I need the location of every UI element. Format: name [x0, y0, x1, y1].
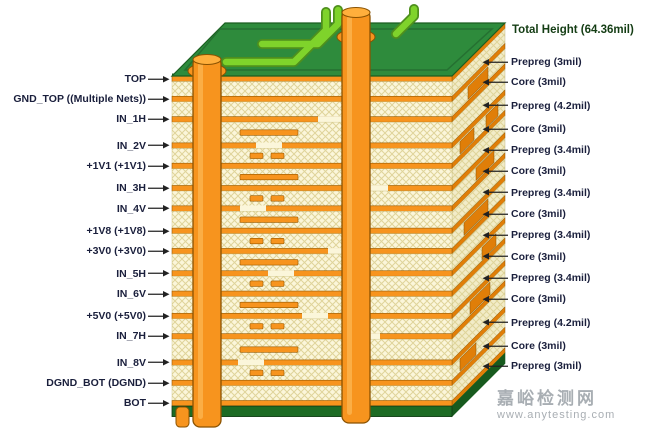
- arrow-left-icon: [482, 210, 508, 218]
- arrow-right-icon: [148, 227, 170, 235]
- dielectric-layer-label: Prepreg (3mil): [482, 57, 582, 68]
- arrow-left-icon: [482, 295, 508, 303]
- dielectric-layer-label: Core (3mil): [482, 209, 566, 220]
- layer-net-label-text: +1V8 (+1V8): [86, 224, 146, 237]
- dielectric-layer-label-text: Core (3mil): [511, 250, 566, 263]
- layer-net-label: IN_3H: [116, 183, 170, 194]
- layer-net-label-text: +5V0 (+5V0): [86, 309, 146, 322]
- layer-net-label-text: DGND_BOT (DGND): [46, 376, 146, 389]
- arrow-right-icon: [148, 290, 170, 298]
- layer-net-label: IN_4V: [117, 203, 170, 214]
- dielectric-layer-label: Prepreg (4.2mil): [482, 317, 590, 328]
- arrow-right-icon: [148, 75, 170, 83]
- layer-net-label-text: BOT: [123, 397, 146, 410]
- arrow-left-icon: [482, 168, 508, 175]
- arrow-right-icon: [148, 95, 170, 103]
- dielectric-layer-label-text: Core (3mil): [511, 75, 566, 88]
- watermark-site-url: www.anytesting.com: [497, 408, 616, 421]
- arrow-left-icon: [482, 189, 508, 196]
- arrow-right-icon: [148, 333, 170, 340]
- dielectric-layer-label: Core (3mil): [482, 294, 566, 305]
- arrow-right-icon: [148, 205, 170, 212]
- layer-net-label: BOT: [124, 398, 170, 409]
- dielectric-layer-label: Prepreg (3.4mil): [482, 187, 590, 198]
- arrow-left-icon: [482, 58, 508, 66]
- arrow-left-icon: [482, 146, 508, 154]
- dielectric-layer-label-text: Prepreg (3mil): [511, 55, 582, 68]
- dielectric-layer-label-text: Prepreg (4.2mil): [511, 99, 591, 112]
- dielectric-layer-label-text: Core (3mil): [511, 122, 566, 135]
- dielectric-layer-label-text: Prepreg (3.4mil): [511, 229, 591, 242]
- dielectric-layer-label: Core (3mil): [482, 166, 566, 177]
- arrow-left-icon: [482, 78, 508, 86]
- dielectric-layer-label-text: Prepreg (3mil): [511, 359, 582, 372]
- total-height-title: Total Height (64.36mil): [512, 24, 634, 36]
- dielectric-layer-label-text: Core (3mil): [511, 339, 566, 352]
- layer-net-label: +5V0 (+5V0): [86, 311, 170, 322]
- layer-net-label-text: +1V1 (+1V1): [86, 159, 146, 172]
- arrow-left-icon: [482, 342, 508, 350]
- dielectric-layer-label-text: Core (3mil): [511, 165, 566, 178]
- arrow-left-icon: [482, 102, 508, 109]
- dielectric-layer-label-text: Prepreg (3.4mil): [511, 186, 591, 199]
- arrow-left-icon: [482, 274, 508, 282]
- dielectric-layer-label: Core (3mil): [482, 251, 566, 262]
- layer-net-label: +1V1 (+1V1): [86, 161, 170, 172]
- dielectric-layer-label: Core (3mil): [482, 77, 566, 88]
- layer-net-label: IN_6V: [117, 289, 170, 300]
- watermark: 嘉峪检测网 www.anytesting.com: [497, 389, 615, 421]
- layer-net-label: +3V0 (+3V0): [86, 246, 170, 257]
- arrow-right-icon: [148, 399, 170, 407]
- dielectric-layer-label: Prepreg (3mil): [482, 361, 582, 372]
- layer-net-label-text: IN_2V: [116, 139, 146, 152]
- layer-net-label-text: IN_5H: [116, 267, 146, 280]
- layer-net-label-text: IN_7H: [116, 330, 146, 343]
- arrow-right-icon: [148, 116, 170, 123]
- dielectric-layer-label-text: Prepreg (3.4mil): [511, 271, 591, 284]
- layer-net-label-text: GND_TOP ((Multiple Nets)): [13, 92, 146, 105]
- layer-net-label-text: IN_1H: [116, 113, 146, 126]
- dielectric-layer-label: Prepreg (3.4mil): [482, 230, 590, 241]
- dielectric-layer-label: Core (3mil): [482, 124, 566, 135]
- arrow-left-icon: [482, 319, 508, 326]
- dielectric-layer-label: Core (3mil): [482, 341, 566, 352]
- layer-net-label: DGND_BOT (DGND): [46, 378, 170, 389]
- watermark-site-name: 嘉峪检测网: [497, 389, 597, 408]
- layer-net-label: IN_8V: [117, 357, 170, 368]
- arrow-right-icon: [148, 312, 170, 320]
- layer-net-label: TOP: [125, 74, 170, 85]
- layer-net-label: GND_TOP ((Multiple Nets)): [13, 94, 170, 105]
- dielectric-layer-label-text: Prepreg (3.4mil): [511, 143, 591, 156]
- arrow-right-icon: [148, 359, 170, 366]
- arrow-right-icon: [148, 142, 170, 149]
- layer-net-label: IN_2V: [117, 140, 170, 151]
- arrow-right-icon: [148, 270, 170, 277]
- layer-net-label-text: +3V0 (+3V0): [86, 244, 146, 257]
- arrow-left-icon: [482, 253, 508, 260]
- arrow-right-icon: [148, 379, 170, 387]
- dielectric-layer-label-text: Core (3mil): [511, 207, 566, 220]
- arrow-right-icon: [148, 184, 170, 192]
- dielectric-layer-label-text: Prepreg (4.2mil): [511, 316, 591, 329]
- layer-net-label: IN_1H: [116, 114, 170, 125]
- arrow-left-icon: [482, 125, 508, 133]
- dielectric-layer-label-text: Core (3mil): [511, 293, 566, 306]
- layer-net-label-text: IN_4V: [116, 202, 146, 215]
- layer-net-label-text: IN_6V: [116, 287, 146, 300]
- dielectric-layer-label: Prepreg (3.4mil): [482, 273, 590, 284]
- layer-net-label: IN_7H: [116, 331, 170, 342]
- layer-net-label-text: IN_3H: [116, 182, 146, 195]
- layer-net-label: IN_5H: [116, 268, 170, 279]
- layer-net-label-text: IN_8V: [116, 356, 146, 369]
- dielectric-layer-label: Prepreg (4.2mil): [482, 100, 590, 111]
- layer-net-label: +1V8 (+1V8): [86, 226, 170, 237]
- dielectric-layer-label: Prepreg (3.4mil): [482, 145, 590, 156]
- layer-net-label-text: TOP: [124, 72, 146, 85]
- arrow-left-icon: [482, 231, 508, 239]
- arrow-left-icon: [482, 362, 508, 370]
- arrow-right-icon: [148, 162, 170, 170]
- arrow-right-icon: [148, 247, 170, 255]
